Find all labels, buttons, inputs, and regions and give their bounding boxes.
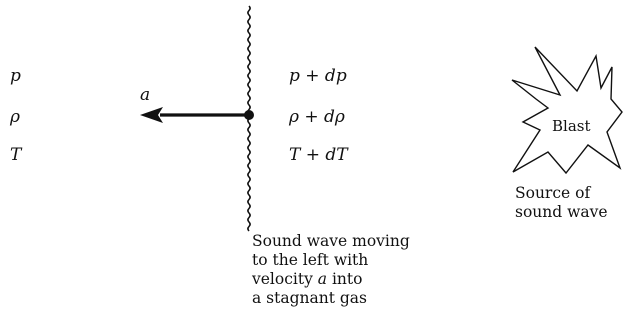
left-temperature-label: T [10,145,23,165]
left-pressure-label: p [10,66,21,86]
wave-caption-line2: to the left with [252,251,368,269]
wave-caption-line3: velocity a into [251,270,362,288]
blast-label: Blast [552,117,591,135]
right-temperature-label: T + dT [289,145,349,165]
blast-caption-line1: Source of [515,184,591,202]
blast-starburst-icon [512,47,622,173]
velocity-arrow-head [140,107,163,123]
wave-front-dot [244,110,254,120]
left-density-label: ρ [9,107,20,127]
wave-caption-velocity-symbol: a [318,270,327,288]
wave-caption-line3-prefix: velocity [251,270,318,288]
right-density-label: ρ + dρ [288,107,345,127]
right-pressure-label: p + dp [289,66,347,86]
wave-caption-line4: a stagnant gas [252,289,367,307]
wave-caption-line1: Sound wave moving [252,232,410,250]
wave-caption-line3-suffix: into [327,270,362,288]
blast-caption-line2: sound wave [515,203,608,221]
velocity-label: a [140,85,150,105]
